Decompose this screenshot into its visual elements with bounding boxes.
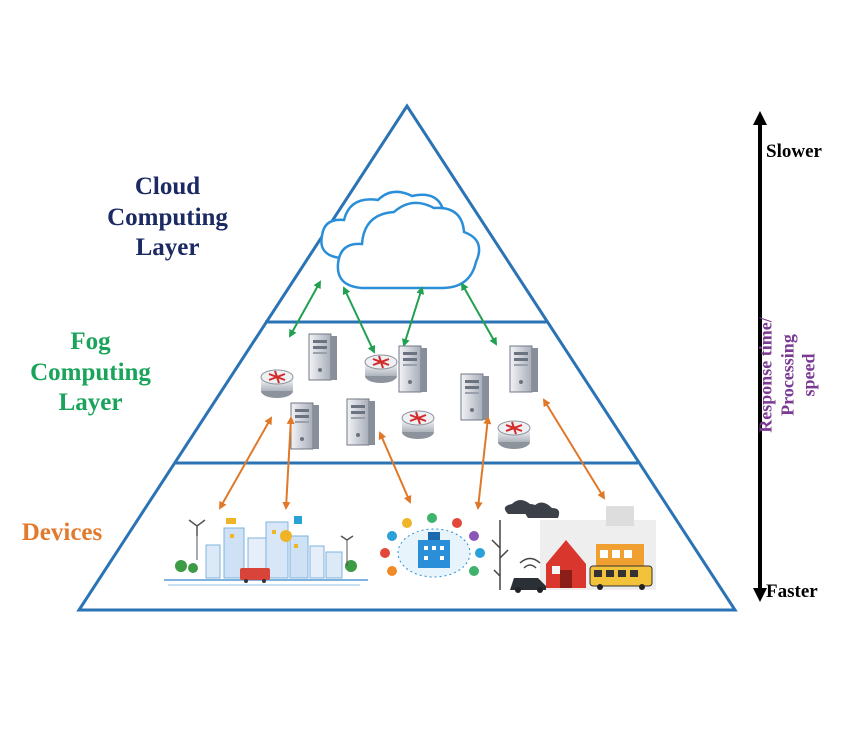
- smart-city-icon: [164, 516, 368, 586]
- orange-arrow-5: [542, 398, 606, 500]
- cloud-layer-label: Cloud Computing Layer: [107, 173, 228, 261]
- server-icon: [346, 398, 376, 446]
- server-icon: [509, 345, 539, 393]
- server-icon: [460, 373, 490, 421]
- orange-arrow-2: [282, 416, 295, 510]
- router-icon: [260, 369, 294, 399]
- devices-layer-label: Devices: [21, 519, 103, 546]
- router-icon: [497, 420, 531, 450]
- axis-label-line-2: Processing: [777, 334, 798, 416]
- faster-label: Faster: [766, 581, 818, 602]
- orange-arrow-4: [474, 416, 492, 510]
- green-arrow-1: [289, 280, 321, 338]
- server-icon: [398, 345, 428, 393]
- cloud-icon: [320, 190, 481, 290]
- cloud-fog-arrows: [289, 280, 497, 354]
- green-arrow-2: [342, 286, 376, 354]
- orange-arrow-1: [219, 416, 272, 510]
- green-arrow-3: [401, 286, 425, 347]
- axis-label-line-1: Response time/: [755, 317, 776, 433]
- orange-arrow-3: [378, 431, 412, 504]
- smart-home-transport-icon: [491, 500, 656, 593]
- fog-device-arrows: [219, 398, 606, 510]
- slower-label: Slower: [766, 141, 822, 162]
- router-icon: [364, 354, 398, 384]
- fog-nodes: [260, 333, 539, 450]
- server-icon: [290, 402, 320, 450]
- axis-label-line-3: speed: [798, 353, 819, 397]
- router-icon: [401, 410, 435, 440]
- green-arrow-4: [461, 282, 497, 346]
- fog-layer-label: Fog Computing Layer: [30, 328, 151, 416]
- server-icon: [308, 333, 338, 381]
- smart-building-icon: [380, 513, 485, 578]
- pyramid-outline: [76, 103, 738, 612]
